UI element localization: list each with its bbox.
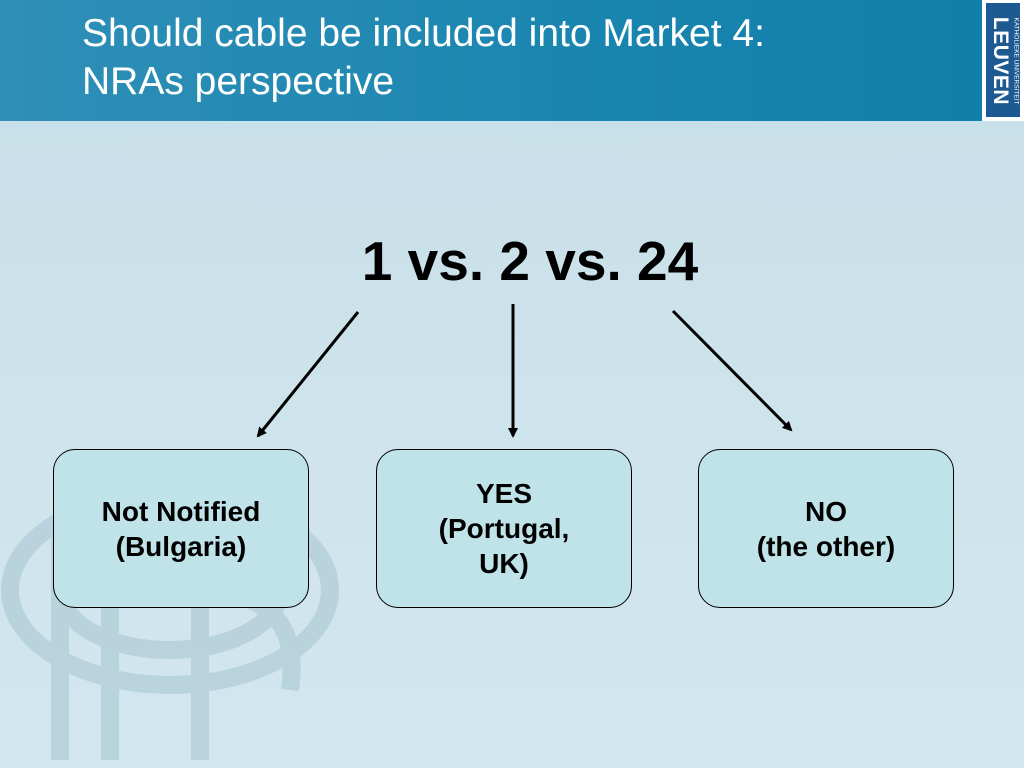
slide-title-line-1: Should cable be included into Market 4: — [82, 12, 765, 55]
outcome-line: YES — [475, 478, 532, 509]
university-logo: LEUVEN KATHOLIEKE UNIVERSITEIT — [982, 0, 1024, 121]
arrow-to-right-box — [671, 309, 793, 432]
outcome-line: (Bulgaria) — [115, 530, 247, 562]
diagram-heading: 1 vs. 2 vs. 24 — [361, 230, 699, 292]
slide-title-line-2: NRAs perspective — [82, 60, 395, 103]
outcome-line: (the other) — [756, 530, 896, 562]
outcome-line: Not Notified — [101, 495, 261, 527]
outcome-box-no: NO (the other) — [698, 449, 954, 608]
outcome-line: (Portugal, — [438, 513, 570, 544]
outcome-box-not-notified: Not Notified (Bulgaria) — [53, 449, 309, 608]
outcome-line: NO — [805, 495, 847, 527]
outcome-text: NO (the other) — [757, 494, 895, 564]
outcome-line: UK) — [479, 548, 529, 579]
slide-title: Should cable be included into Market 4: … — [82, 10, 962, 106]
arrow-to-left-box — [256, 311, 360, 438]
outcome-box-yes: YES (Portugal, UK) — [376, 449, 632, 608]
outcome-text: Not Notified (Bulgaria) — [102, 494, 261, 564]
logo-panel: LEUVEN KATHOLIEKE UNIVERSITEIT — [986, 3, 1020, 117]
outcome-text: YES (Portugal, UK) — [439, 476, 570, 581]
title-bar: Should cable be included into Market 4: … — [0, 0, 1024, 121]
